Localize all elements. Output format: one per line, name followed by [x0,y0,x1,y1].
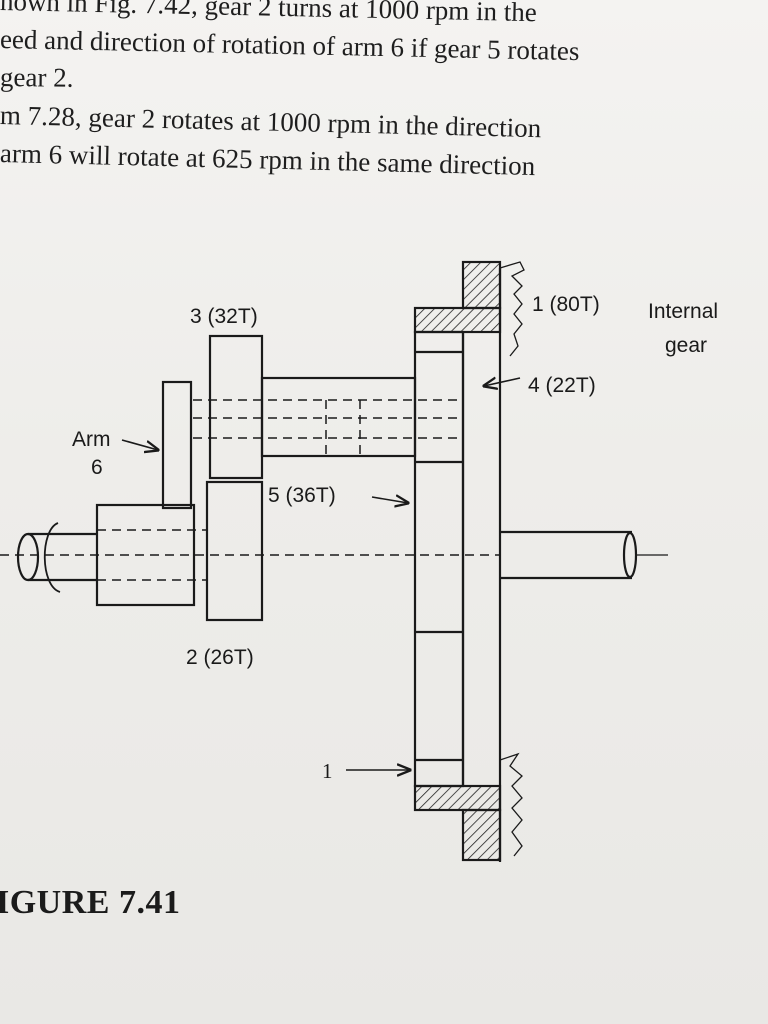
gear-2-label: 2 (26T) [186,646,254,669]
ring-marker-label: 1 [322,759,333,783]
internal-gear-label-2: gear [665,334,707,357]
arm-6 [95,380,196,607]
gear-5-label: 5 (36T) [268,484,336,507]
figure-caption: IGURE 7.41 [0,884,181,921]
gear-3 [208,334,264,480]
gear-4 [413,330,465,788]
arm-label-2: 6 [91,456,103,479]
arm-label-1: Arm [72,428,111,451]
frame-wall [498,261,525,862]
gear-4-label: 4 (22T) [528,374,596,397]
gear-1-label: 1 (80T) [532,293,600,316]
output-shaft [500,530,668,580]
hidden-lines [0,399,500,581]
gear-3-label: 3 (32T) [190,305,258,328]
gear-5 [260,376,417,458]
input-shaft [16,522,97,593]
internal-gear-label-1: Internal [648,300,718,323]
gear-2 [205,480,264,622]
leader-arrows [121,378,521,770]
